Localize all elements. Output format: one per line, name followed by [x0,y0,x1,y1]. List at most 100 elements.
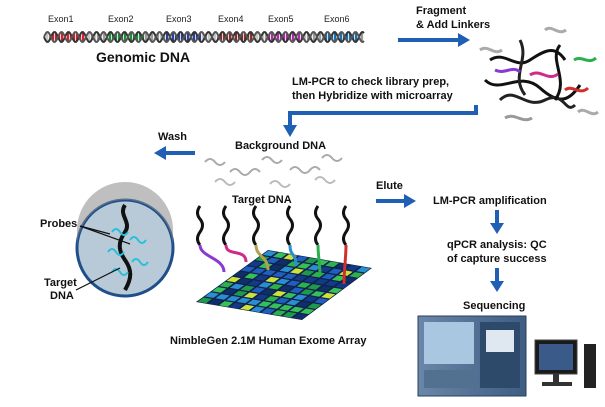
qpcr-label-2: of capture success [447,253,547,265]
array-cell [258,282,273,288]
array-cell [237,278,252,285]
target-dna-strand [196,205,204,246]
arrow-to-hybridize [283,105,478,137]
fragment-label: Fragment [416,5,467,17]
array-cell [300,270,315,276]
array-name-label: NimbleGen 2.1M Human Exome Array [170,335,367,347]
fragmented-dna-cluster [479,26,599,122]
array-cell [314,298,329,304]
genomic-dna-label: Genomic DNA [96,49,191,65]
array-cell [269,264,284,271]
array-cell [240,304,255,311]
sequencing-label: Sequencing [463,300,526,312]
array-cell [318,266,332,273]
array-cell [290,268,304,274]
array-cell [317,285,332,292]
array-cell [296,301,311,308]
target-dna-label: Target DNA [232,194,292,206]
array-cell [243,292,258,299]
exon-label-4: Exon4 [218,14,244,24]
array-cell [300,289,315,295]
array-cell [307,303,322,309]
array-cell [272,290,287,297]
array-cell [303,296,318,302]
array-cell [215,294,230,300]
lmpcr-check-label-2: then Hybridize with microarray [292,90,453,102]
array-cell [293,313,308,320]
array-cell [321,292,336,299]
zoom-inset [75,182,175,298]
array-cell [349,272,364,278]
array-cell [314,278,329,285]
array-cell [304,257,319,264]
array-cell [258,262,273,269]
add-linkers-label: & Add Linkers [416,19,491,31]
array-cell [293,256,308,262]
array-cell [342,277,357,283]
array-cell [244,273,259,279]
array-cell [241,266,256,272]
array-cell [247,299,262,306]
array-cell [289,306,304,313]
array-cell [331,275,346,282]
array-cell [300,308,315,315]
target-dna-strand [342,205,350,246]
array-cell [289,287,304,294]
array-cell [262,250,277,257]
array-cell [286,299,301,306]
array-cell [265,276,280,283]
array-cell [248,261,263,267]
exon-label-6: Exon6 [324,14,350,24]
array-cell [307,284,322,290]
array-cell [261,289,276,295]
qpcr-label-1: qPCR analysis: QC [447,239,547,251]
exon-label-5: Exon5 [268,14,294,24]
probe-strand [316,244,322,277]
sequencer-instrument [417,315,596,397]
array-cell [286,280,301,287]
array-cell [321,273,336,280]
array-cell [276,259,291,266]
array-cell [328,287,343,294]
target-label-2: DNA [50,290,74,302]
array-cell [251,287,266,293]
array-cell [222,288,237,295]
array-cell [233,271,248,278]
array-cell [219,281,234,288]
array-cell [261,308,276,314]
array-cell [268,303,283,309]
array-cell [205,292,220,298]
array-cell [233,290,248,297]
probe-strand [198,244,226,273]
arrow-wash [154,146,195,160]
array-cell [226,295,241,302]
array-cell [307,264,322,271]
array-cell [282,311,297,318]
exon-label-1: Exon1 [48,14,74,24]
array-cell [282,292,297,299]
array-cell [356,266,371,273]
array-cell [272,271,287,278]
background-dna-label: Background DNA [235,140,327,152]
arrow-fragment [398,33,470,47]
array-cell [254,275,269,281]
array-cell [247,280,262,286]
array-cell [265,296,280,302]
array-cell [293,275,308,281]
elute-label: Elute [376,180,403,192]
target-dna-strand [314,205,322,246]
array-cell [208,299,223,305]
probe-strand [288,244,298,267]
array-cell [279,304,294,311]
background-dna-fragments [204,154,343,188]
probe-strand [342,244,348,285]
lmpcr-amplification-label: LM-PCR amplification [433,195,547,207]
probes-label: Probes [40,218,78,230]
array-cell [296,282,311,288]
exon-label-3: Exon3 [166,14,192,24]
array-cell [251,268,266,274]
array-cell [268,283,283,290]
array-cell [328,268,343,275]
